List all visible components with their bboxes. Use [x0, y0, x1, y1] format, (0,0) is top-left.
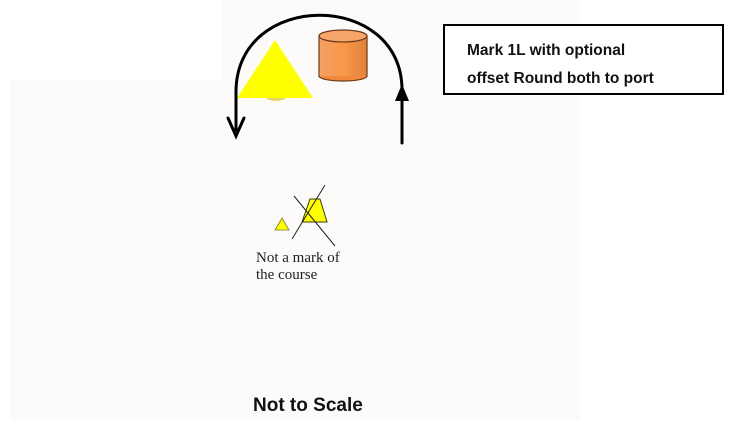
note-line-1: Not a mark of [256, 250, 340, 266]
callout-line-2: offset Round both to port [467, 70, 654, 87]
mark-triangle-icon [237, 40, 313, 101]
note-line-2: the course [256, 267, 318, 283]
diagram-panel-main [10, 80, 580, 421]
offset-cylinder-icon [318, 29, 368, 82]
callout-line-1: Mark 1L with optional [467, 42, 626, 59]
rounding-instruction-callout: Mark 1L with optional offset Round both … [443, 24, 724, 95]
scale-label: Not to Scale [253, 395, 363, 416]
not-a-mark-note: Not a mark of the course [256, 250, 340, 284]
crossed-out-mark-icon [274, 184, 336, 247]
rounding-arc-arrow-icon [226, 13, 409, 145]
